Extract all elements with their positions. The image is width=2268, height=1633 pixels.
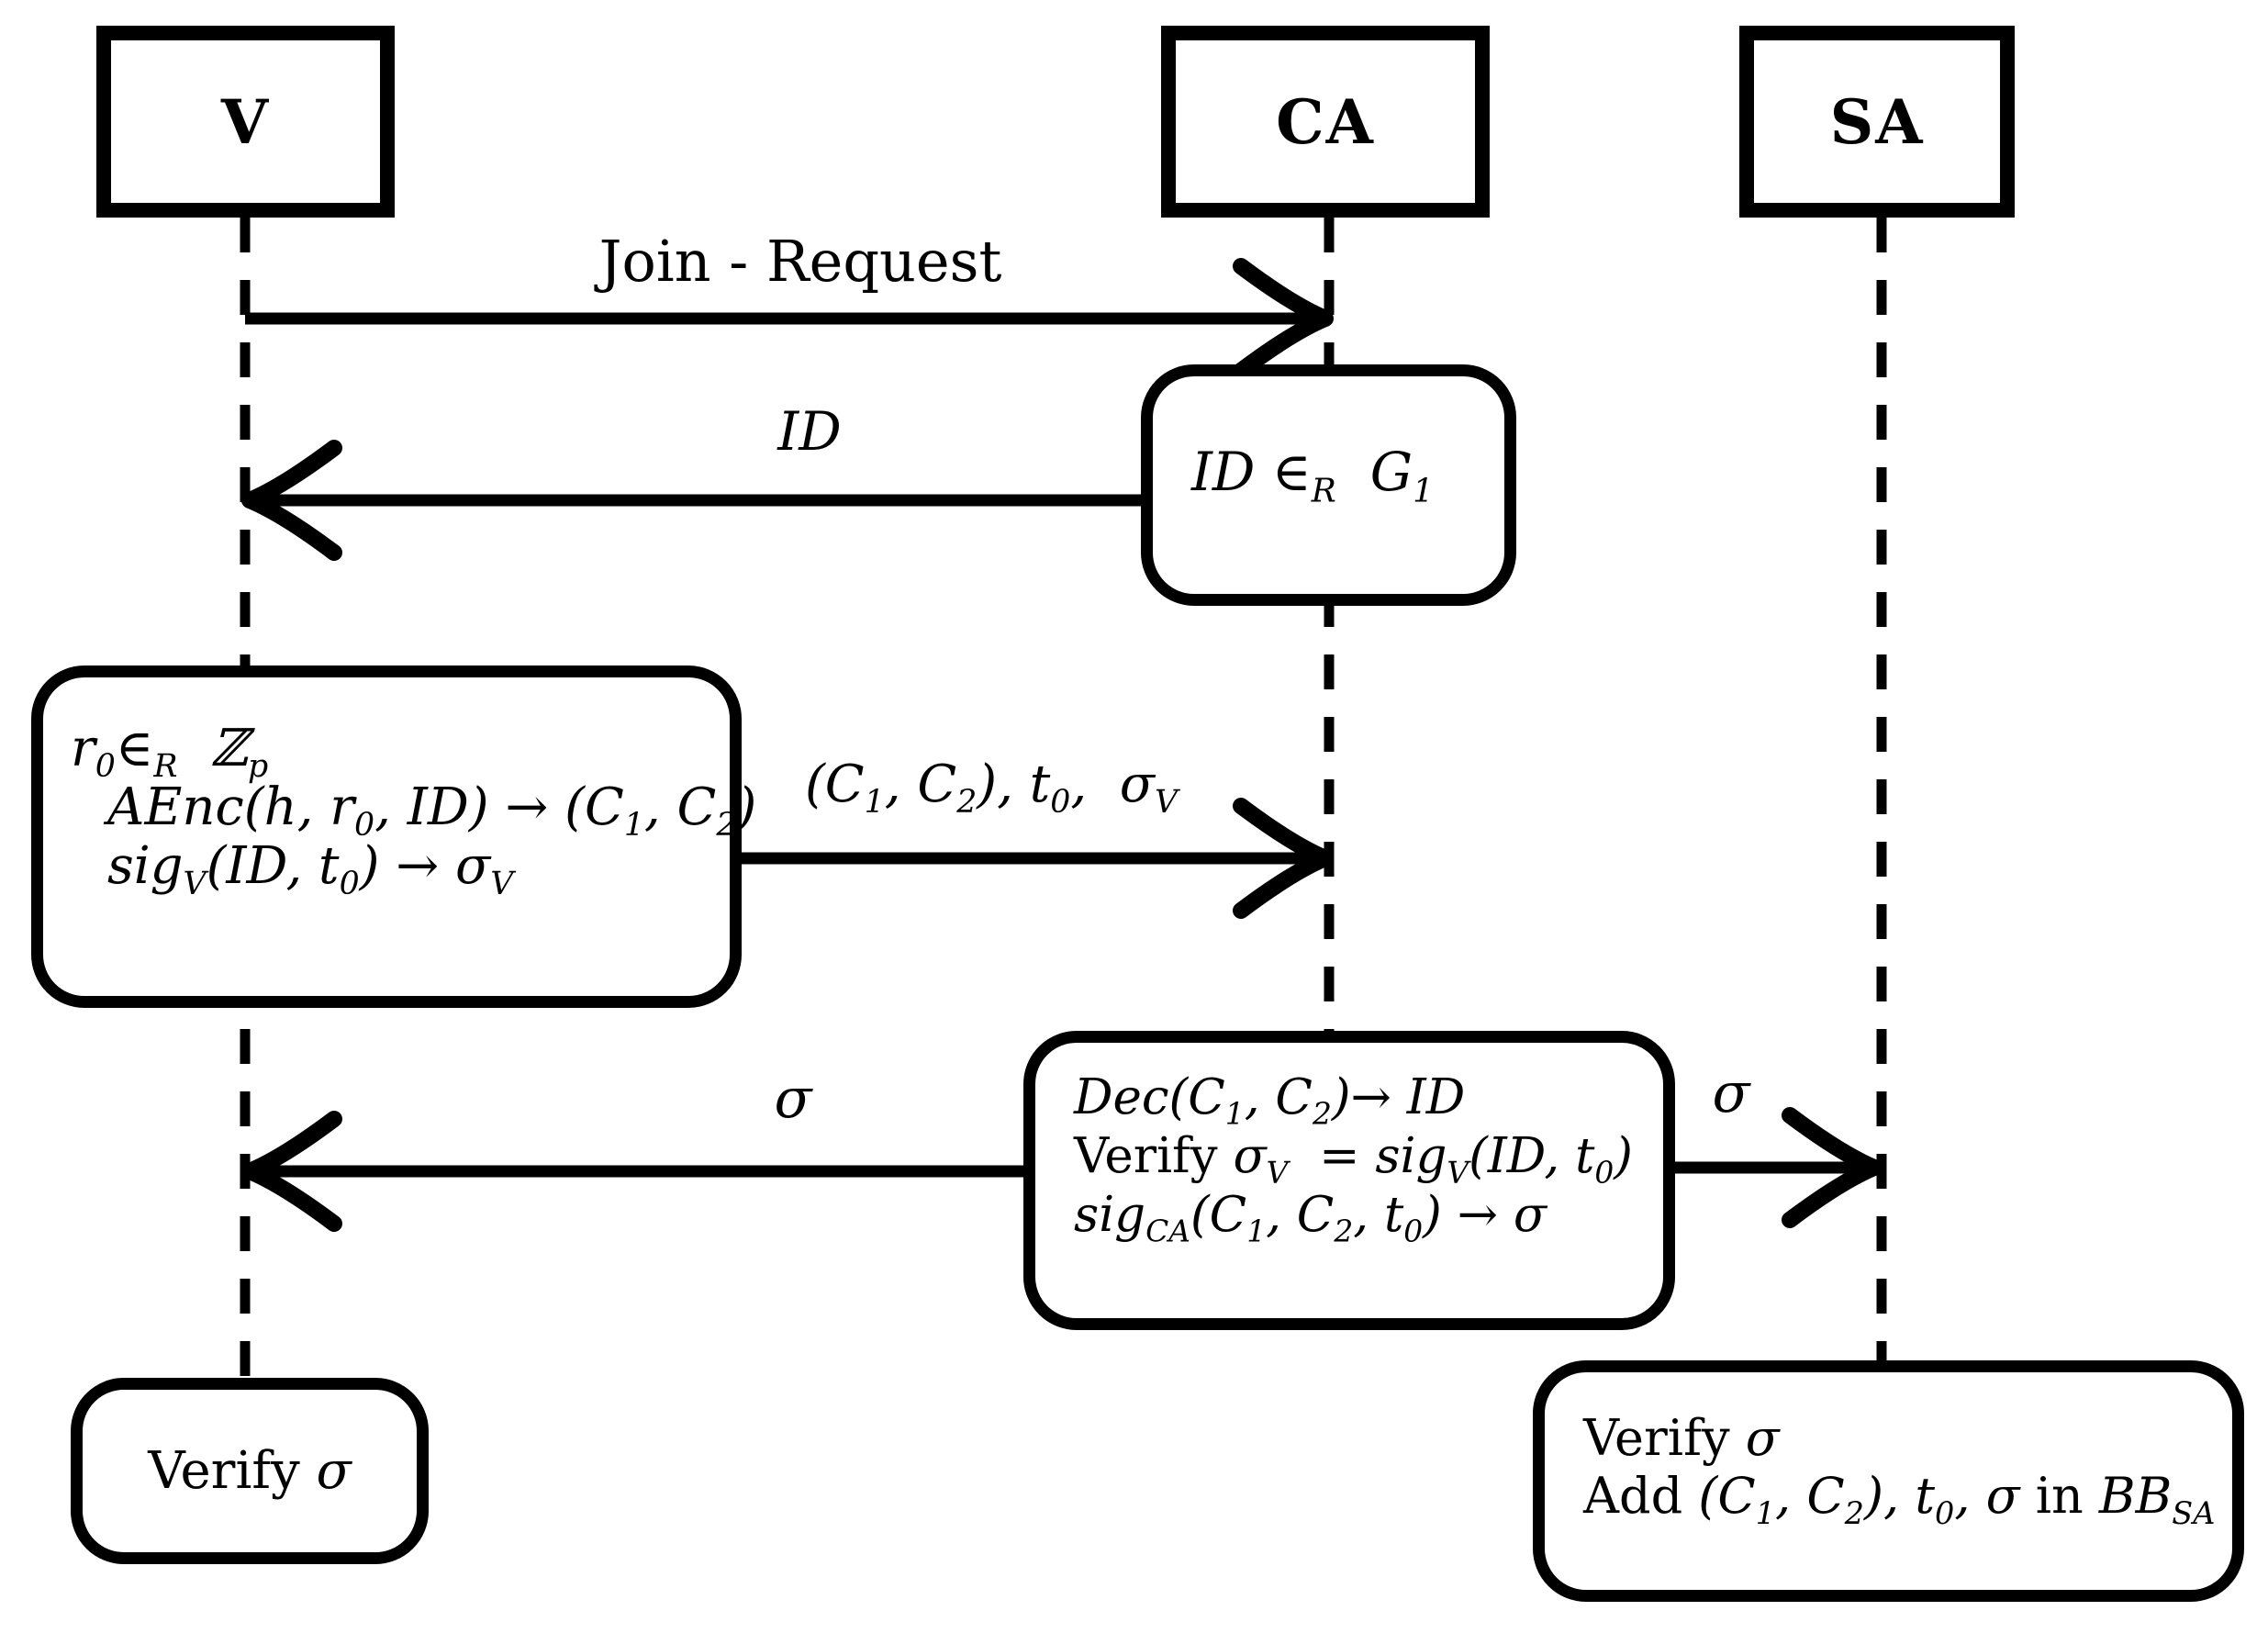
math-line: Dec(C1, C2)→ ID [1074,1069,1466,1132]
process-box-sa-verify-store: Verify σ Add (C1, C2), t0, σ in BBSA [1533,1360,2244,1602]
arrow-ciphertext [742,798,1334,919]
process-box-v-verify: Verify σ [71,1378,429,1564]
arrow-join-request [245,258,1334,379]
arrow-sigma-to-v [241,1111,1023,1232]
math-line: r0∈R ℤp [71,719,269,786]
actor-box-sa: SA [1739,26,2015,218]
arrowhead-left-icon [241,440,342,561]
message-label-ciphertext: (C1, C2), t0, σV [804,755,1179,822]
math-line: ID ∈R G1 [1191,441,1434,510]
math-line: Verify σ [148,1441,352,1501]
message-label-id: ID [777,400,842,463]
arrowhead-left-icon [241,1111,342,1232]
arrowhead-right-icon [1233,258,1334,379]
process-box-ca-generate-id: ID ∈R G1 [1141,364,1516,606]
message-label-sigma-left: σ [774,1067,812,1131]
actor-label-sa: SA [1829,85,1925,158]
message-label-join-request: Join - Request [598,228,1002,295]
actor-label-v: V [220,85,271,158]
math-line: Verify σV = sigV(ID, t0) [1074,1128,1633,1191]
process-box-v-encrypt-sign: r0∈R ℤp AEnc(h, r0, ID) → (C1, C2) sigV(… [31,666,757,1008]
actor-box-v: V [96,26,395,218]
math-line: sigV(ID, t0) → σV [107,836,514,903]
math-line: AEnc(h, r0, ID) → (C1, C2) [107,777,757,844]
process-box-ca-decrypt-verify-sign: Dec(C1, C2)→ ID Verify σV = sigV(ID, t0)… [1023,1031,1675,1330]
math-line: Verify σ [1583,1409,1780,1467]
math-line: sigCA(C1, C2, t0) → σ [1074,1187,1547,1249]
math-line: Add (C1, C2), t0, σ in BBSA [1583,1467,2216,1531]
actor-box-ca: CA [1161,26,1490,218]
arrowhead-right-icon [1782,1107,1883,1228]
arrow-id [241,440,1141,561]
arrow-sigma-to-sa [1675,1107,1883,1228]
arrowhead-right-icon [1233,798,1334,919]
message-label-sigma-right: σ [1712,1061,1750,1125]
actor-label-ca: CA [1276,85,1375,158]
